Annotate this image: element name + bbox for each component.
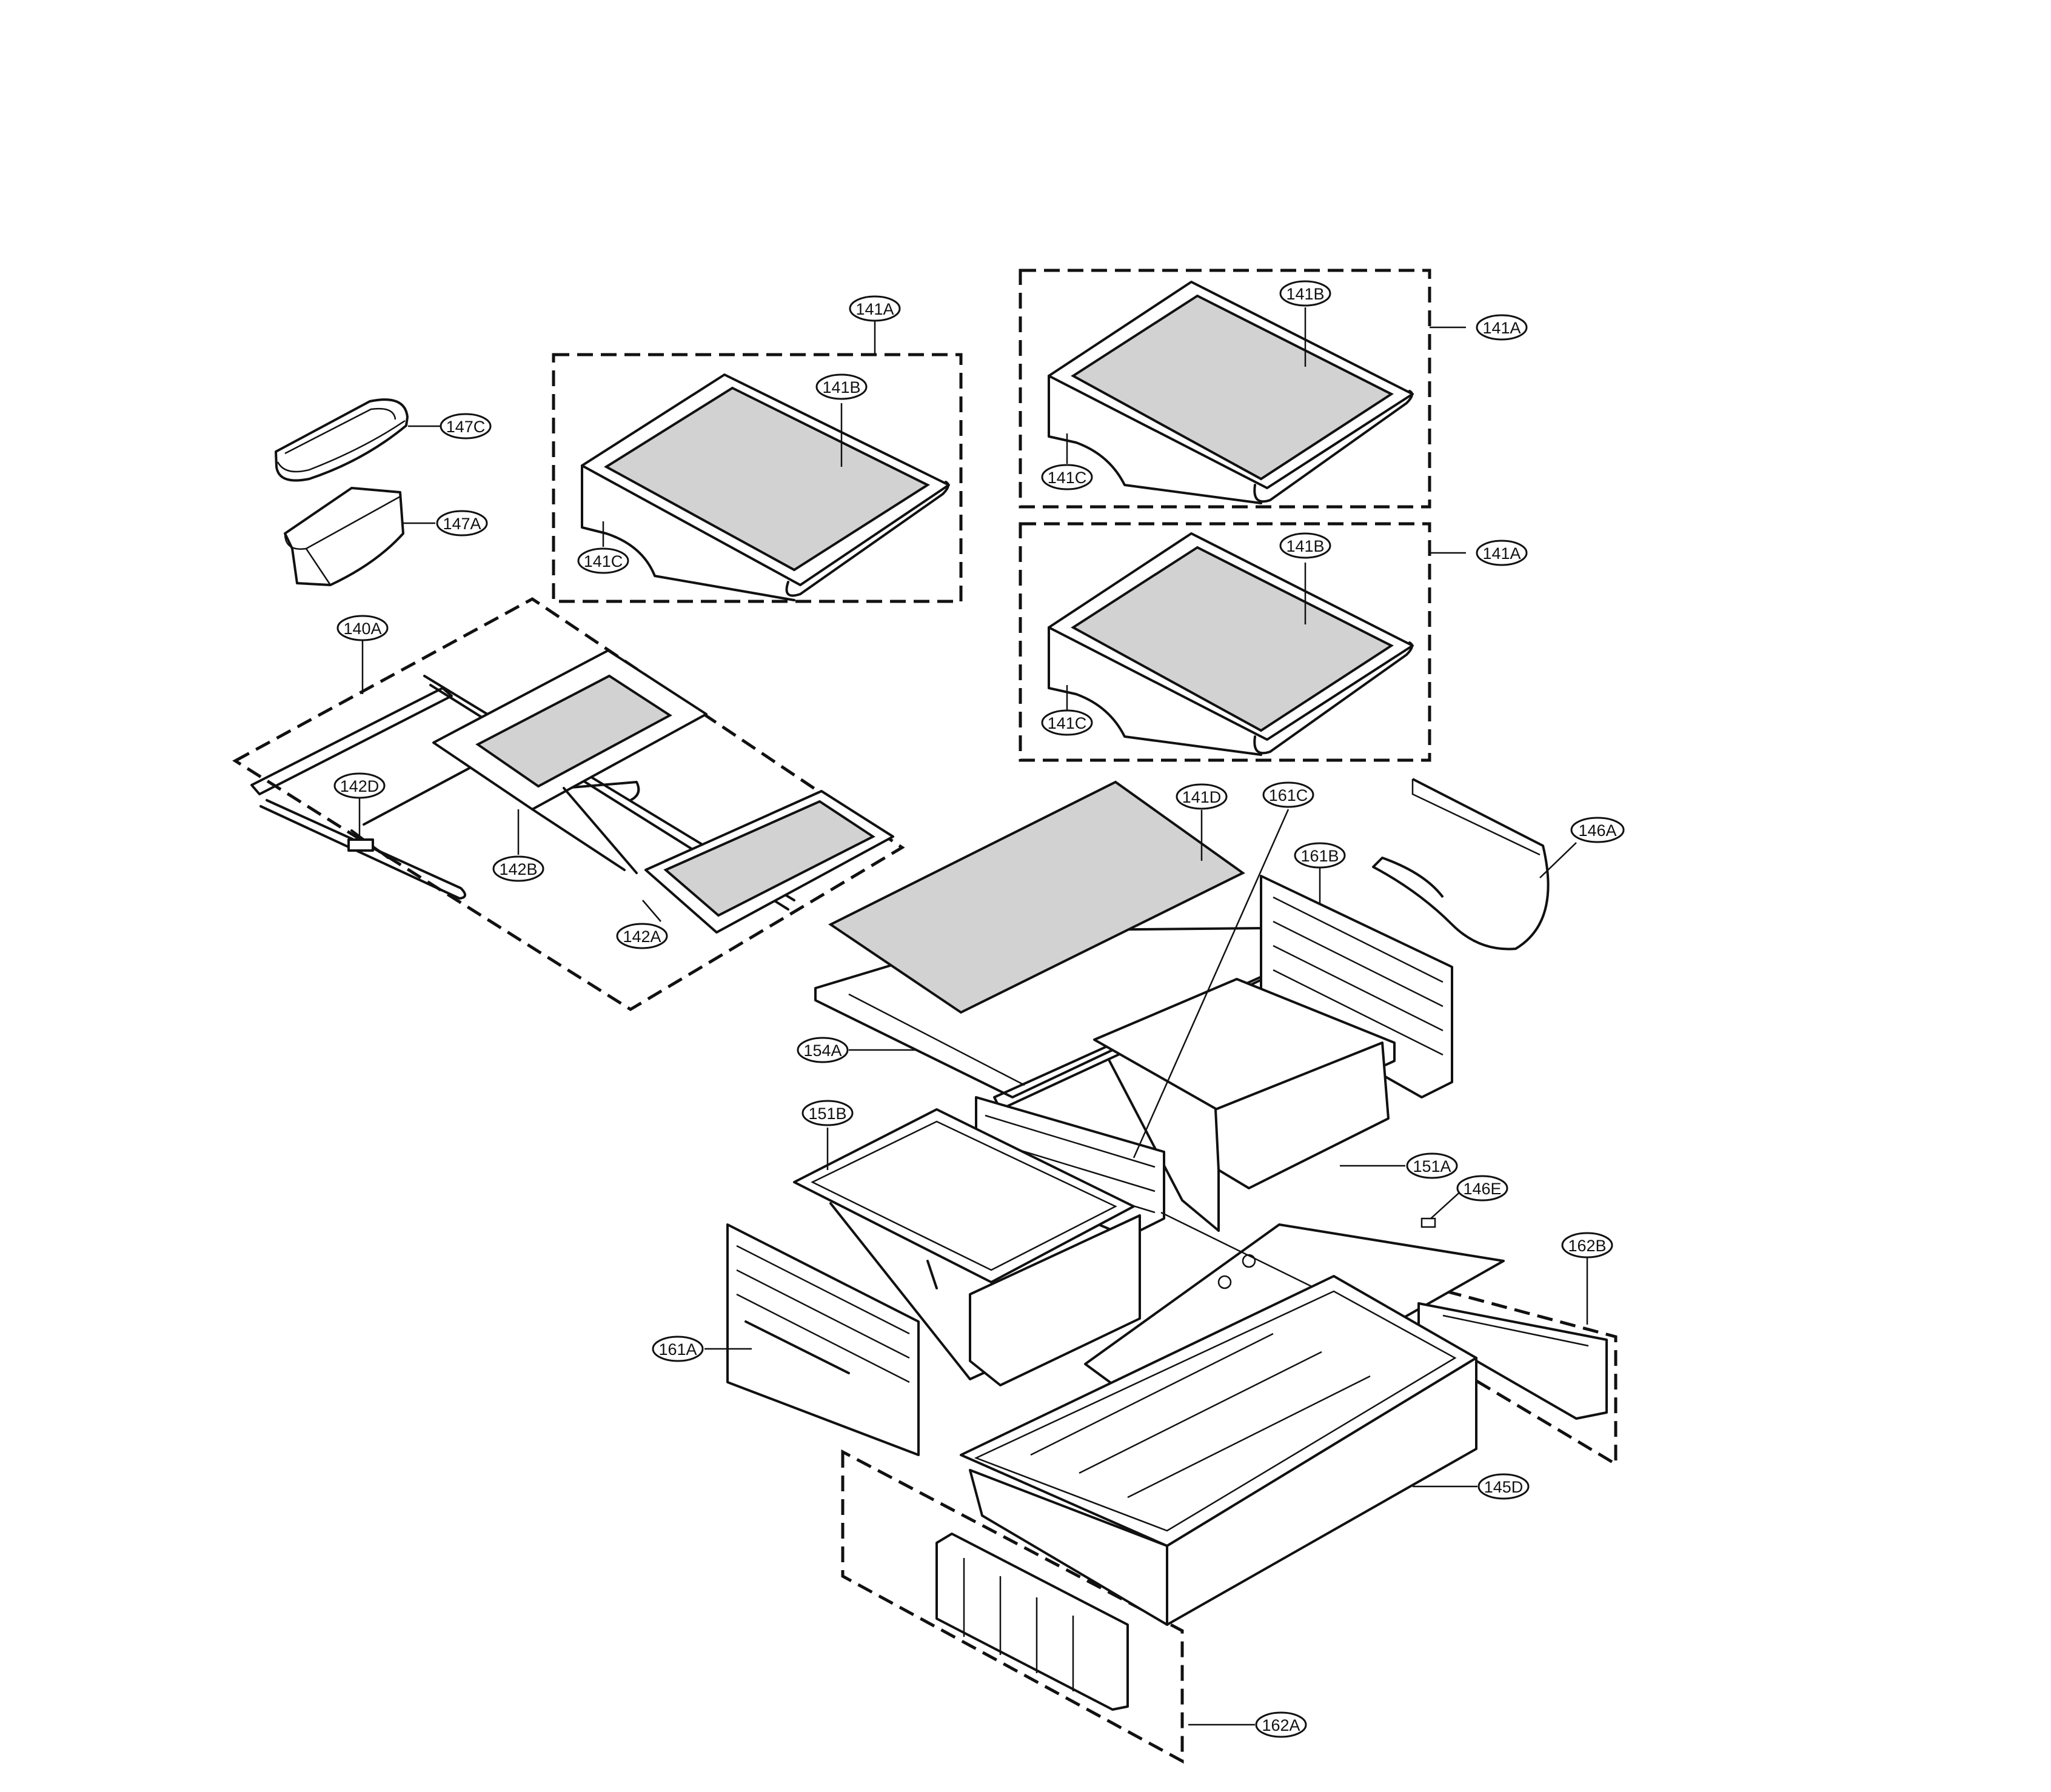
callout-141A-top-right: 141A <box>1476 314 1528 341</box>
svg-text:141A: 141A <box>855 300 894 318</box>
svg-text:140A: 140A <box>343 620 381 638</box>
part-145D-pan-drawer <box>960 1275 1477 1626</box>
assembly-frame-141A-top-right <box>1019 269 1431 509</box>
part-141A-shelf-left <box>581 373 950 601</box>
part-161B-divider <box>1260 875 1453 1098</box>
svg-text:141B: 141B <box>1286 537 1324 555</box>
callout-161A: 161A <box>652 1336 704 1362</box>
part-151A-drawer-right <box>1093 978 1396 1232</box>
assembly-frame-140A <box>232 597 905 1011</box>
part-141D-crisper-cover <box>814 780 1341 1111</box>
callout-162B: 162B <box>1561 1232 1613 1259</box>
svg-text:141B: 141B <box>822 378 860 396</box>
svg-text:147C: 147C <box>446 418 486 436</box>
svg-text:161C: 161C <box>1269 786 1308 804</box>
svg-text:141A: 141A <box>1482 544 1521 563</box>
callout-141B-bottom-right: 141B <box>1279 532 1331 559</box>
part-141A-shelf-top-right <box>1048 281 1414 504</box>
svg-text:146A: 146A <box>1578 821 1616 840</box>
assembly-frame-162B <box>1411 1289 1618 1467</box>
svg-text:141A: 141A <box>1482 319 1521 337</box>
callout-147A: 147A <box>436 510 488 537</box>
callout-141B-top-right: 141B <box>1279 280 1331 307</box>
part-162A-front-cover <box>935 1533 1129 1711</box>
svg-text:141C: 141C <box>1048 714 1087 732</box>
callout-140A: 140A <box>336 615 389 641</box>
callout-162A: 162A <box>1255 1711 1307 1738</box>
callout-142A: 142A <box>616 923 668 949</box>
callout-161C: 161C <box>1262 781 1314 808</box>
callout-141B-left: 141B <box>815 373 868 400</box>
callout-154A: 154A <box>797 1037 849 1063</box>
svg-text:142B: 142B <box>499 860 537 878</box>
leader-lines <box>358 307 1588 1726</box>
svg-text:162B: 162B <box>1568 1237 1606 1255</box>
svg-text:161B: 161B <box>1300 847 1339 865</box>
callout-141C-left: 141C <box>577 547 629 574</box>
svg-text:142A: 142A <box>623 928 661 946</box>
callout-141A-left: 141A <box>849 295 901 322</box>
callout-151A: 151A <box>1406 1152 1458 1179</box>
svg-text:147A: 147A <box>443 515 481 533</box>
part-141A-shelf-bottom-right <box>1048 532 1414 756</box>
svg-text:141C: 141C <box>1048 469 1087 487</box>
assembly-frame-141A-bottom-right <box>1019 522 1431 762</box>
part-147A-bin <box>284 487 404 586</box>
callout-146A: 146A <box>1570 817 1625 843</box>
svg-text:141B: 141B <box>1286 285 1324 303</box>
callout-142B: 142B <box>492 855 544 882</box>
callout-161B: 161B <box>1294 842 1346 869</box>
callout-145D: 145D <box>1477 1473 1530 1500</box>
callout-142D: 142D <box>333 772 386 799</box>
callout-141D: 141D <box>1176 783 1228 810</box>
part-151B-drawer-left <box>793 1108 1141 1386</box>
part-140A-shelf-assembly <box>250 649 894 934</box>
svg-text:142D: 142D <box>340 777 380 795</box>
callout-146E: 146E <box>1456 1175 1508 1202</box>
svg-text:161A: 161A <box>658 1340 697 1359</box>
assembly-frame-162A <box>841 1449 1184 1764</box>
part-146A-cover <box>1372 778 1550 951</box>
svg-text:162A: 162A <box>1262 1716 1300 1734</box>
svg-text:146E: 146E <box>1463 1180 1501 1198</box>
svg-text:145D: 145D <box>1484 1478 1524 1496</box>
assembly-frame-141A-left <box>552 353 963 603</box>
callout-147C: 147C <box>440 413 492 440</box>
callout-141C-bottom-right: 141C <box>1041 709 1093 736</box>
callout-141A-bottom-right: 141A <box>1476 540 1528 566</box>
svg-text:151A: 151A <box>1413 1157 1451 1175</box>
part-147C-bin-lid <box>275 398 409 482</box>
callout-151B: 151B <box>801 1100 854 1126</box>
svg-text:141D: 141D <box>1182 788 1222 806</box>
svg-text:141C: 141C <box>584 552 623 570</box>
callout-141C-top-right: 141C <box>1041 464 1093 490</box>
svg-text:151B: 151B <box>808 1105 846 1123</box>
svg-text:154A: 154A <box>803 1041 841 1060</box>
part-161A-divider <box>726 1223 920 1456</box>
